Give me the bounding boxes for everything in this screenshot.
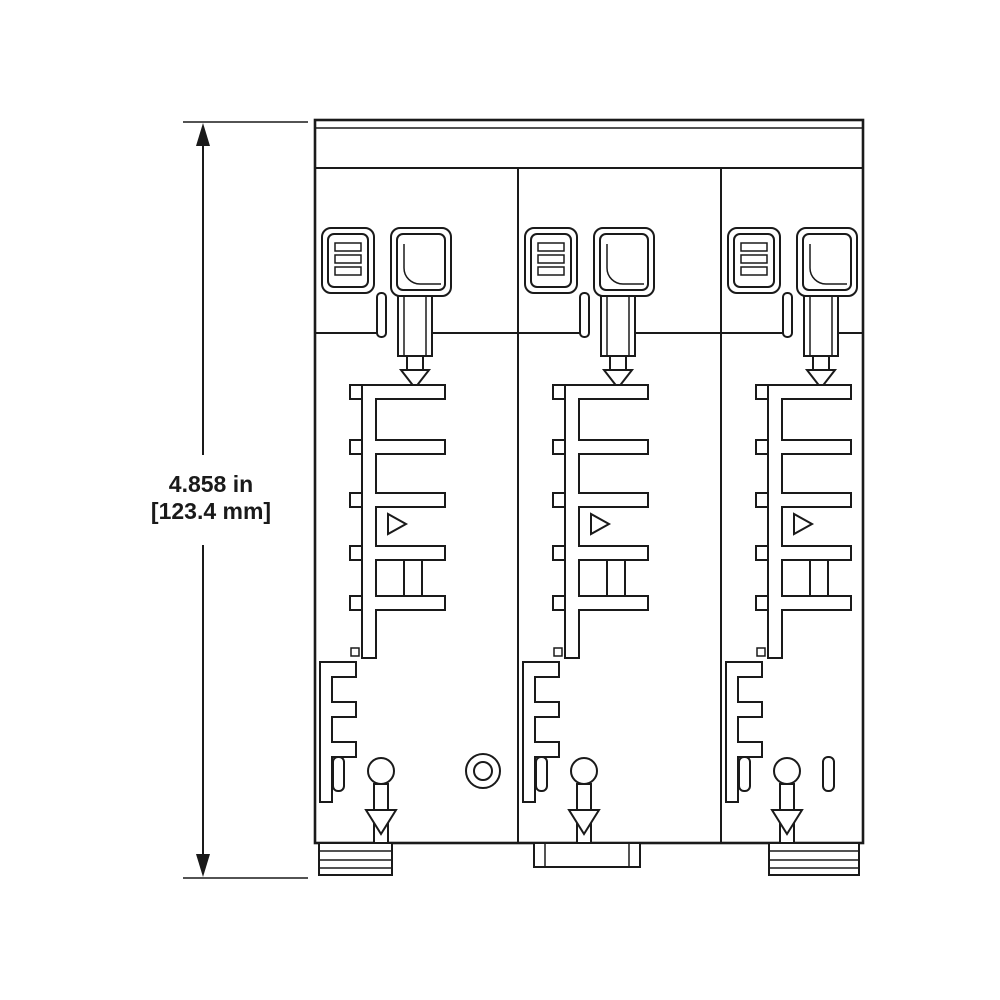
dimension-annotation: 4.858 in [123.4 mm]	[151, 121, 308, 879]
foot-left	[318, 842, 393, 876]
foot-center	[533, 842, 641, 868]
dimension-arrow-down-icon	[196, 854, 210, 877]
dimension-label: 4.858 in [123.4 mm]	[151, 471, 271, 524]
dimension-value-mm: [123.4 mm]	[151, 498, 271, 524]
dimension-value-inches: 4.858 in	[169, 471, 253, 497]
foot-right	[768, 842, 860, 876]
device	[313, 118, 865, 876]
dimension-arrow-up-icon	[196, 123, 210, 146]
top-cap	[315, 127, 863, 169]
slot-oval-right	[822, 756, 835, 792]
screw-boss	[465, 753, 501, 789]
